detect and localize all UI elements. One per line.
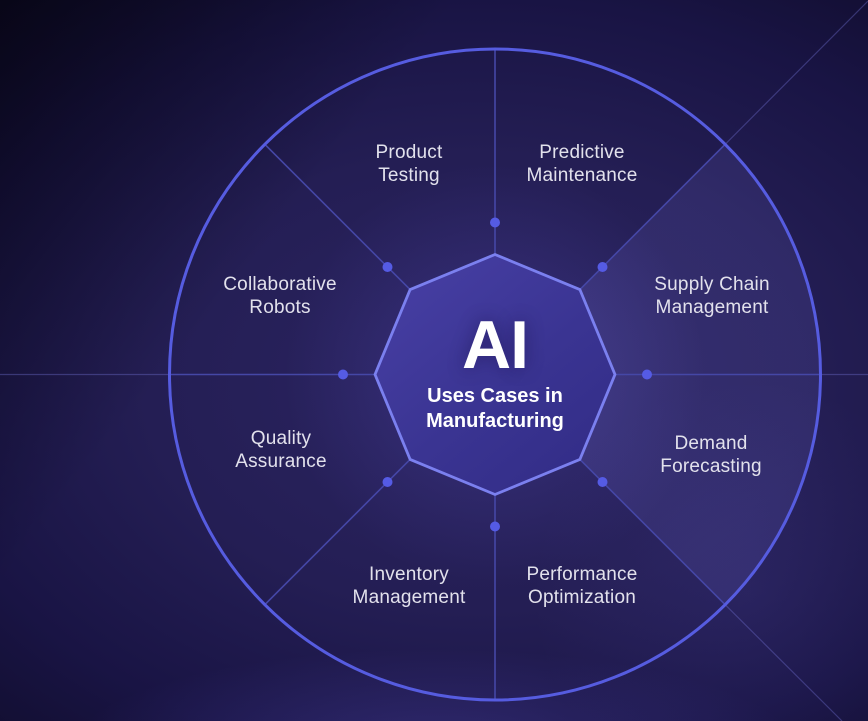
bottom-right-glow (533, 379, 868, 721)
segment-label-inventory-management: Inventory Management (352, 564, 466, 608)
center-title: AI (462, 307, 529, 383)
segment-label-product-testing: Product Testing (375, 142, 443, 186)
dot-southwest (382, 477, 393, 487)
dot-southeast (597, 477, 608, 487)
dot-northeast (597, 262, 608, 272)
center-subtitle: Uses Cases in Manufacturing (426, 385, 564, 432)
segment-label-supply-chain-management: Supply Chain Management (654, 274, 770, 318)
segment-label-predictive-maintenance: Predictive Maintenance (526, 142, 638, 186)
dot-east (642, 369, 652, 380)
segment-label-performance-optimization: Performance Optimization (526, 564, 638, 608)
extension-line-northeast (724, 0, 868, 145)
dot-northwest (382, 262, 393, 272)
segment-label-collaborative-robots: Collaborative Robots (223, 274, 337, 318)
dot-west (338, 369, 348, 380)
center-text-block: AI Uses Cases in Manufacturing (395, 307, 595, 434)
segment-label-demand-forecasting: Demand Forecasting (660, 433, 762, 477)
extension-line-southeast (724, 604, 843, 721)
outer-circle (168, 47, 822, 702)
spoke-dots (338, 217, 652, 532)
segment-label-quality-assurance: Quality Assurance (235, 428, 327, 472)
center-octagon (373, 253, 617, 496)
dot-north (490, 217, 500, 228)
dot-south (490, 521, 500, 532)
